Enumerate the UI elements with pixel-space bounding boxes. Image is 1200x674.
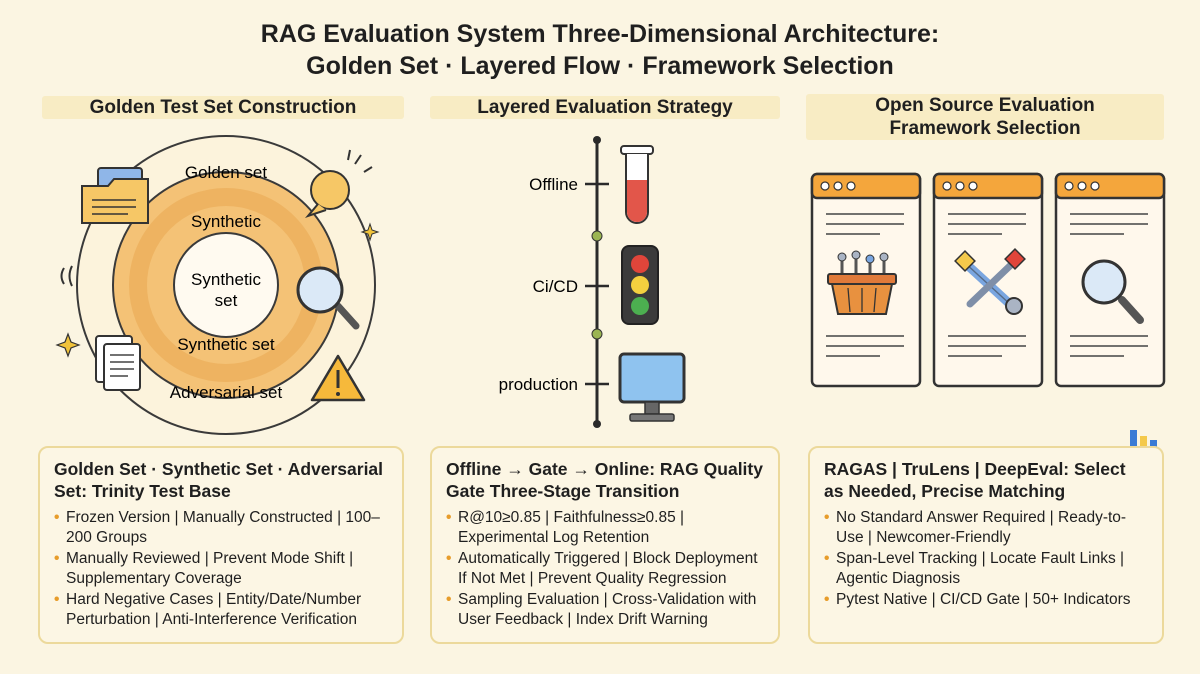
- list-item: Frozen Version | Manually Constructed | …: [54, 508, 388, 548]
- motion-mark: [68, 265, 73, 287]
- inner-ring: [173, 232, 279, 338]
- ring-label-adversarial: Adversarial set: [170, 383, 283, 402]
- list-item: Manually Reviewed | Prevent Mode Shift |…: [54, 549, 388, 589]
- list-item: Span-Level Tracking | Locate Fault Links…: [824, 549, 1148, 589]
- ring-label-center-2: set: [215, 291, 238, 310]
- monitor-icon: [618, 352, 686, 422]
- traffic-light-icon: [621, 245, 659, 325]
- layered-bullet-list: R@10≥0.85 | Faithfulness≥0.85 | Experime…: [446, 508, 764, 630]
- ring-label-synthetic-top: Synthetic: [191, 212, 261, 231]
- sparkle-icon: [55, 332, 81, 358]
- list-item: No Standard Answer Required | Ready-to-U…: [824, 508, 1148, 548]
- layered-column-header: Layered Evaluation Strategy: [430, 96, 780, 119]
- framework-header-line-1: Open Source Evaluation: [875, 95, 1095, 116]
- magnifier-icon: [1081, 259, 1144, 324]
- golden-column-header: Golden Test Set Construction: [42, 96, 404, 119]
- ring-label-center-1: Synthetic: [191, 270, 261, 289]
- speech-bubble-icon: [304, 149, 373, 219]
- layered-panel-title: Offline → Gate → Online: RAG Quality Gat…: [446, 459, 763, 501]
- list-item: R@10≥0.85 | Faithfulness≥0.85 | Experime…: [446, 508, 764, 548]
- title-line-2: Golden Set · Layered Flow · Framework Se…: [306, 52, 894, 80]
- folder-icon: [81, 167, 149, 224]
- list-item: Automatically Triggered | Block Deployme…: [446, 549, 764, 589]
- document-icon: [95, 335, 141, 391]
- browser-window-trulens: [932, 172, 1044, 388]
- evaluation-timeline: Offline Ci/CD production: [499, 136, 609, 428]
- golden-set-panel: Golden Set · Synthetic Set · Adversarial…: [38, 446, 404, 644]
- tools-icon: [954, 248, 1026, 315]
- magnifier-icon: [296, 266, 360, 330]
- framework-bullet-list: No Standard Answer Required | Ready-to-U…: [824, 508, 1148, 610]
- sparkle-icon: [360, 222, 380, 242]
- golden-panel-title: Golden Set · Synthetic Set · Adversarial…: [54, 459, 384, 501]
- stage-label-offline: Offline: [529, 175, 578, 194]
- warning-icon: [310, 354, 366, 402]
- golden-bullet-list: Frozen Version | Manually Constructed | …: [54, 508, 388, 630]
- list-item: Pytest Native | CI/CD Gate | 50+ Indicat…: [824, 590, 1148, 610]
- title-line-1: RAG Evaluation System Three-Dimensional …: [260, 20, 940, 48]
- test-tube-icon: [620, 145, 654, 224]
- browser-window-ragas: [810, 172, 922, 388]
- ring-label-synthetic-bottom: Synthetic set: [177, 335, 275, 354]
- stage-label-production: production: [499, 375, 578, 394]
- framework-column-header: Open Source Evaluation Framework Selecti…: [806, 94, 1164, 140]
- ring-diagram: Golden set Synthetic Synthetic set Synth…: [76, 135, 376, 435]
- browser-window-deepeval: [1054, 172, 1166, 388]
- stage-label-cicd: Ci/CD: [533, 277, 578, 296]
- page-title: RAG Evaluation System Three-Dimensional …: [0, 18, 1200, 82]
- framework-panel-title: RAGAS | TruLens | DeepEval: Select as Ne…: [824, 459, 1126, 501]
- list-item: Hard Negative Cases | Entity/Date/Number…: [54, 590, 388, 630]
- framework-selection-panel: RAGAS | TruLens | DeepEval: Select as Ne…: [808, 446, 1164, 644]
- ring-label-golden: Golden set: [185, 163, 267, 182]
- basket-icon: [827, 250, 897, 315]
- layered-strategy-panel: Offline → Gate → Online: RAG Quality Gat…: [430, 446, 780, 644]
- framework-header-line-2: Framework Selection: [889, 118, 1081, 139]
- list-item: Sampling Evaluation | Cross-Validation w…: [446, 590, 764, 630]
- motion-mark: [60, 267, 65, 285]
